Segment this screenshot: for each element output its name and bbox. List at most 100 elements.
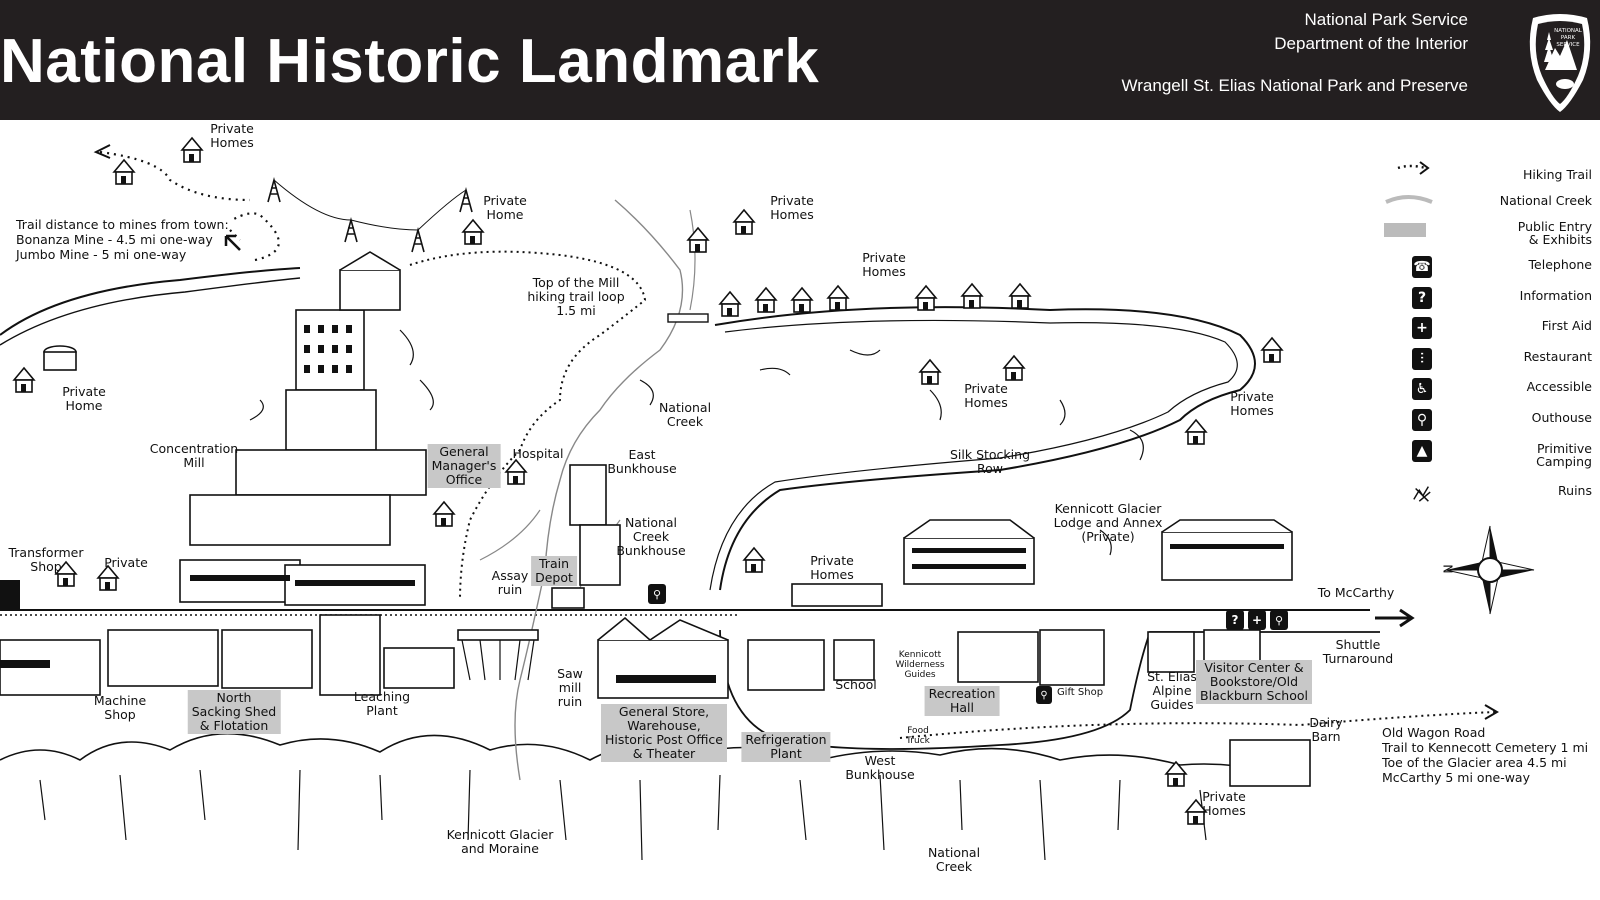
ruins-icon (1413, 486, 1431, 502)
label-transformer-shop: Transformer Shop (8, 545, 84, 574)
label-trail-cemetery: Trail to Kennecott Cemetery 1 mi (1382, 740, 1589, 755)
camping-icon: ▲ (1412, 440, 1432, 462)
label-kennicott-lodge: Kennicott Glacier Lodge and Annex (Priva… (1053, 501, 1163, 544)
label-national-creek-lower: National Creek (927, 845, 981, 874)
label-private-home-west: Private Home (62, 384, 106, 413)
label-private-homes-se: Private Homes (1202, 789, 1246, 818)
legend-item-first-aid: + First Aid (1400, 315, 1596, 341)
legend-item-restaurant: ⫶ Restaurant (1400, 346, 1596, 372)
label-hospital: Hospital (512, 446, 564, 461)
label-old-wagon-road: Old Wagon Road (1382, 725, 1486, 740)
first-aid-icon: + (1412, 317, 1432, 339)
legend-creek-symbol (1385, 195, 1433, 204)
legend-label: Primitive Camping (1536, 441, 1592, 469)
legend-label: National Creek (1499, 193, 1592, 208)
label-train-depot: Train Depot (531, 556, 577, 586)
map-area[interactable]: Private Homes Trail distance to mines fr… (0, 120, 1600, 900)
restaurant-icon: ⫶ (1412, 348, 1432, 370)
legend-hiking-trail-symbol (1397, 164, 1427, 170)
outhouse-icon: ⚲ (1412, 409, 1432, 431)
compass-north-label: N (1440, 564, 1456, 574)
department-name: Department of the Interior (1274, 34, 1468, 53)
legend-item-information: ? Information (1400, 285, 1596, 311)
label-kennicott-glacier: Kennicott Glacier and Moraine (446, 827, 554, 856)
legend-item-outhouse: ⚲ Outhouse (1400, 407, 1596, 433)
label-machine-shop: Machine Shop (93, 693, 147, 722)
park-name: Wrangell St. Elias National Park and Pre… (1121, 76, 1468, 95)
label-private-homes-middle: Private Homes (964, 381, 1008, 410)
national-creek (514, 199, 684, 781)
label-kennicott-wilderness-guides: Kennicott Wilderness Guides (895, 650, 945, 680)
legend-label: Telephone (1528, 257, 1592, 272)
upper-road-inner (0, 277, 301, 346)
label-st-elias-alpine-guides: St. Elias Alpine Guides (1147, 669, 1197, 712)
svg-text:NATIONAL: NATIONAL (1554, 28, 1583, 34)
label-shuttle-turnaround: Shuttle Turnaround (1322, 637, 1394, 666)
label-toe-of-glacier: Toe of the Glacier area 4.5 mi (1382, 755, 1567, 770)
legend-label: Restaurant (1523, 349, 1592, 364)
legend-item-accessible: ♿ Accessible (1400, 376, 1596, 402)
label-saw-mill-ruin: Saw mill ruin (557, 666, 583, 709)
kennicott-lodge (903, 519, 1293, 585)
first-aid-icon: + (1248, 610, 1266, 630)
label-dairy-barn: Dairy Barn (1309, 715, 1343, 744)
legend-item-primitive-camping: ▲ Primitive Camping (1400, 438, 1596, 472)
lower-loop-road (719, 629, 1380, 750)
legend-label: Information (1519, 288, 1592, 303)
label-east-bunkhouse: East Bunkhouse (607, 447, 677, 476)
information-icon: ? (1226, 610, 1244, 630)
old-wagon-road-arrow (1484, 704, 1499, 720)
silk-stocking-loop (714, 306, 1256, 591)
header-banner: National Historic Landmark National Park… (0, 0, 1600, 120)
label-trail-distance: Trail distance to mines from town: (16, 217, 229, 232)
legend-label: Public Entry & Exhibits (1517, 219, 1592, 247)
trail-bonanza-arrow (224, 234, 241, 251)
legend-item-hiking-trail: Hiking Trail (1400, 164, 1596, 190)
label-private-home-top: Private Home (483, 193, 527, 222)
legend-label: First Aid (1541, 318, 1592, 333)
legend-label: Ruins (1558, 483, 1592, 498)
label-assay-ruin: Assay ruin (491, 568, 529, 597)
outhouse-icon: ⚲ (1270, 610, 1288, 630)
label-leaching-plant: Leaching Plant (353, 689, 411, 718)
label-private-west: Private (104, 555, 148, 570)
upper-road (0, 267, 301, 336)
label-private-homes-nw: Private Homes (210, 121, 254, 150)
accessible-icon: ♿ (1412, 378, 1432, 400)
legend-label: Hiking Trail (1523, 167, 1592, 182)
page-title: National Historic Landmark (0, 27, 820, 96)
moraine-ridges (39, 769, 1207, 861)
east-bunkhouse (569, 464, 621, 586)
label-private-homes-ridge: Private Homes (862, 250, 906, 279)
map-drawing (0, 137, 1535, 861)
silk-stocking-loop-inner (709, 319, 1238, 591)
agency-name: National Park Service (1304, 10, 1468, 29)
concentration-mill (179, 251, 427, 606)
label-private-homes-east: Private Homes (1230, 389, 1274, 418)
label-to-mccarthy: To McCarthy (1317, 585, 1395, 600)
water-tank (43, 345, 77, 371)
legend-public-entry-symbol (1384, 223, 1426, 237)
label-mccarthy-distance: McCarthy 5 mi one-way (1382, 770, 1530, 785)
nw-trail-arrow (93, 144, 111, 159)
label-bonanza-mine: Bonanza Mine - 4.5 mi one-way (16, 232, 213, 247)
top-of-mill-loop (409, 250, 647, 601)
label-private-homes-lower: Private Homes (810, 553, 854, 582)
compass-rose (1445, 525, 1535, 615)
label-visitor-center: Visitor Center & Bookstore/Old Blackburn… (1196, 660, 1312, 704)
label-national-creek-bunkhouse: National Creek Bunkhouse (616, 515, 686, 558)
trestle (457, 629, 539, 641)
upper-bridge (667, 313, 709, 323)
svg-text:SERVICE: SERVICE (1556, 42, 1580, 48)
label-west-bunkhouse: West Bunkhouse (845, 753, 915, 782)
to-mccarthy-arrow (1375, 608, 1415, 628)
label-food-truck: Food Truck (906, 726, 930, 746)
label-general-managers-office: General Manager's Office (427, 444, 501, 488)
label-recreation-hall: Recreation Hall (924, 686, 1000, 716)
label-school: School (835, 677, 877, 692)
outhouse-icon: ⚲ (648, 584, 666, 604)
old-wagon-road-trail (899, 711, 1496, 739)
outhouse-icon: ⚲ (1036, 686, 1052, 704)
legend-item-national-creek: National Creek (1400, 190, 1596, 216)
label-national-creek-upper: National Creek (658, 400, 712, 429)
